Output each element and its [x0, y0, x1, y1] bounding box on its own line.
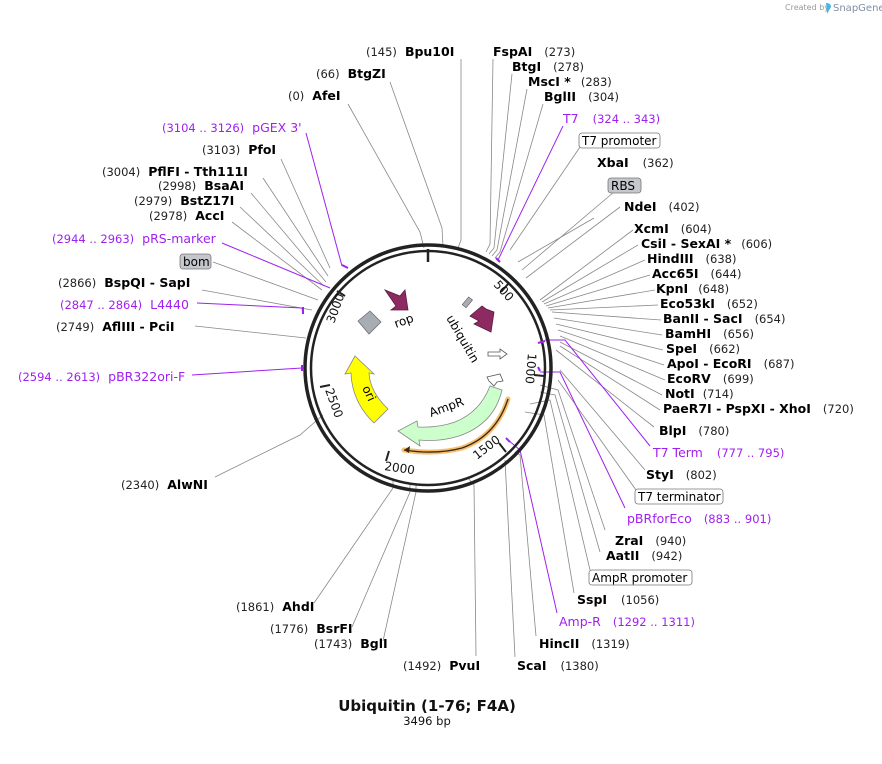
label-aatii[interactable]: AatII(942): [606, 548, 682, 563]
svg-text:T7 terminator: T7 terminator: [637, 490, 721, 504]
label-kpni[interactable]: KpnI(648): [656, 281, 729, 296]
primer-markers: [301, 257, 546, 443]
t7-terminator-feature-icon[interactable]: [487, 348, 508, 360]
labels-left: (145)Bpu10I (66)BtgZI (0)AfeI (3104 .. 3…: [18, 44, 480, 673]
label-zrai[interactable]: ZraI(940): [615, 533, 686, 548]
label-sspi[interactable]: SspI(1056): [577, 592, 659, 607]
credit-brand: SnapGene: [833, 3, 882, 14]
feature-ubiquitin[interactable]: ubiquitin: [443, 296, 495, 366]
tick-2500: 2500: [322, 386, 346, 419]
label-msci[interactable]: MscI *(283): [528, 74, 612, 89]
ampr-promoter-feature-icon[interactable]: [486, 373, 504, 387]
tick-500: 500: [491, 278, 517, 304]
ubiquitin-arrow-icon: [469, 305, 495, 333]
label-hindiii[interactable]: HindIII(638): [647, 251, 736, 266]
label-acc65i[interactable]: Acc65I(644): [652, 266, 741, 281]
svg-text:RBS: RBS: [611, 179, 635, 193]
ori-label: ori: [359, 383, 378, 403]
label-ndei[interactable]: NdeI(402): [624, 199, 699, 214]
ampr-label: AmpR: [427, 394, 465, 419]
label-alwni[interactable]: (2340)AlwNI: [121, 477, 208, 492]
tick-marks: [319, 283, 545, 462]
tick-1000: 1000: [522, 353, 539, 385]
label-afliii-pcii[interactable]: (2749)AflIII - PciI: [56, 319, 175, 334]
label-pvui[interactable]: (1492)PvuI: [403, 658, 480, 673]
rbs-feature-icon[interactable]: [461, 296, 473, 309]
label-scai[interactable]: ScaI(1380): [517, 658, 599, 673]
label-xbai[interactable]: XbaI(362): [597, 155, 674, 170]
credit-prefix: Created by: [785, 3, 829, 12]
label-pfoi[interactable]: (3103)PfoI: [202, 142, 276, 157]
rop-arrow-icon: [383, 289, 409, 311]
ampr-orf-line: [403, 398, 509, 453]
label-ahdi[interactable]: (1861)AhdI: [236, 599, 314, 614]
label-banii-saci[interactable]: BanII - SacI(654): [663, 311, 786, 326]
label-bom[interactable]: bom: [179, 253, 212, 270]
label-amp-r[interactable]: Amp-R(1292 .. 1311): [559, 614, 695, 629]
map-length: 3496 bp: [403, 714, 451, 728]
snapgene-logo-icon: [826, 3, 831, 14]
leader-lines-left: [194, 59, 477, 657]
label-eco53ki[interactable]: Eco53kI(652): [660, 296, 758, 311]
feature-ori[interactable]: ori: [344, 355, 389, 424]
label-bglii[interactable]: BglII(304): [544, 89, 619, 104]
label-acci[interactable]: (2978)AccI: [149, 208, 224, 223]
label-bgli[interactable]: (1743)BglI: [314, 636, 388, 651]
label-l4440[interactable]: (2847 .. 2864)L4440: [60, 297, 189, 312]
svg-text:AmpR promoter: AmpR promoter: [592, 571, 687, 585]
svg-text:T7 promoter: T7 promoter: [581, 134, 657, 148]
bom-feature-icon[interactable]: [357, 310, 382, 335]
ampr-orf-arrowhead-icon: [404, 446, 410, 453]
label-prs-marker[interactable]: (2944 .. 2963)pRS-marker: [52, 231, 217, 246]
label-bsaai[interactable]: (2998)BsaAI: [158, 178, 244, 193]
label-spei[interactable]: SpeI(662): [666, 341, 740, 356]
label-afei[interactable]: (0)AfeI: [288, 88, 341, 103]
tick-2000: 2000: [384, 459, 416, 477]
label-fspai[interactable]: FspAI(273): [493, 44, 575, 59]
ori-arrow-icon: [344, 355, 389, 424]
tick-1500: 1500: [470, 433, 503, 463]
labels-right: FspAI(273) BtgI(278) MscI *(283) BglII(3…: [493, 44, 854, 673]
backbone-circle: [303, 243, 553, 493]
label-noti[interactable]: NotI(714): [665, 386, 734, 401]
label-rbs[interactable]: RBS: [607, 177, 642, 194]
label-t7-promoter[interactable]: T7 promoter: [578, 132, 661, 149]
label-bsrfi[interactable]: (1776)BsrFI: [270, 621, 353, 636]
label-t7[interactable]: T7(324 .. 343): [562, 111, 660, 126]
label-ampr-promoter[interactable]: AmpR promoter: [588, 569, 693, 586]
label-pbrforeco[interactable]: pBRforEco(883 .. 901): [627, 511, 771, 526]
svg-text:bom: bom: [183, 255, 210, 269]
label-pflfi-tth111i[interactable]: (3004)PflFI - Tth111I: [102, 164, 248, 179]
label-t7-term[interactable]: T7 Term(777 .. 795): [652, 445, 784, 460]
feature-rop[interactable]: rop: [383, 289, 415, 331]
label-blpi[interactable]: BlpI(780): [659, 423, 729, 438]
ubiquitin-label: ubiquitin: [443, 313, 482, 366]
label-bstz17i[interactable]: (2979)BstZ17I: [134, 193, 234, 208]
label-btgi[interactable]: BtgI(278): [512, 59, 584, 74]
rop-label: rop: [392, 311, 415, 331]
label-ecorv[interactable]: EcoRV(699): [667, 371, 754, 386]
map-title: Ubiquitin (1-76; F4A): [338, 697, 516, 715]
label-styi[interactable]: StyI(802): [646, 467, 717, 482]
label-paer7i-pspxi-xhoi[interactable]: PaeR7I - PspXI - XhoI(720): [663, 401, 854, 416]
label-bspqi-sapi[interactable]: (2866)BspQI - SapI: [58, 275, 190, 290]
label-bpu10i[interactable]: (145)Bpu10I: [366, 44, 454, 59]
label-t7-terminator[interactable]: T7 terminator: [634, 488, 724, 505]
label-pgex3[interactable]: (3104 .. 3126)pGEX 3': [162, 120, 302, 135]
label-bamhi[interactable]: BamHI(656): [665, 326, 754, 341]
label-btgzi[interactable]: (66)BtgZI: [316, 66, 386, 81]
leader-lines-right: [485, 58, 666, 658]
ampr-arrow-icon: [397, 385, 503, 447]
label-xcmi[interactable]: XcmI(604): [634, 221, 712, 236]
label-csii-sexai[interactable]: CsiI - SexAI *(606): [641, 236, 772, 251]
label-pbr322ori-f[interactable]: (2594 .. 2613)pBR322ori-F: [18, 369, 185, 384]
label-apoi-ecori[interactable]: ApoI - EcoRI(687): [667, 356, 795, 371]
label-hincii[interactable]: HincII(1319): [539, 636, 630, 651]
